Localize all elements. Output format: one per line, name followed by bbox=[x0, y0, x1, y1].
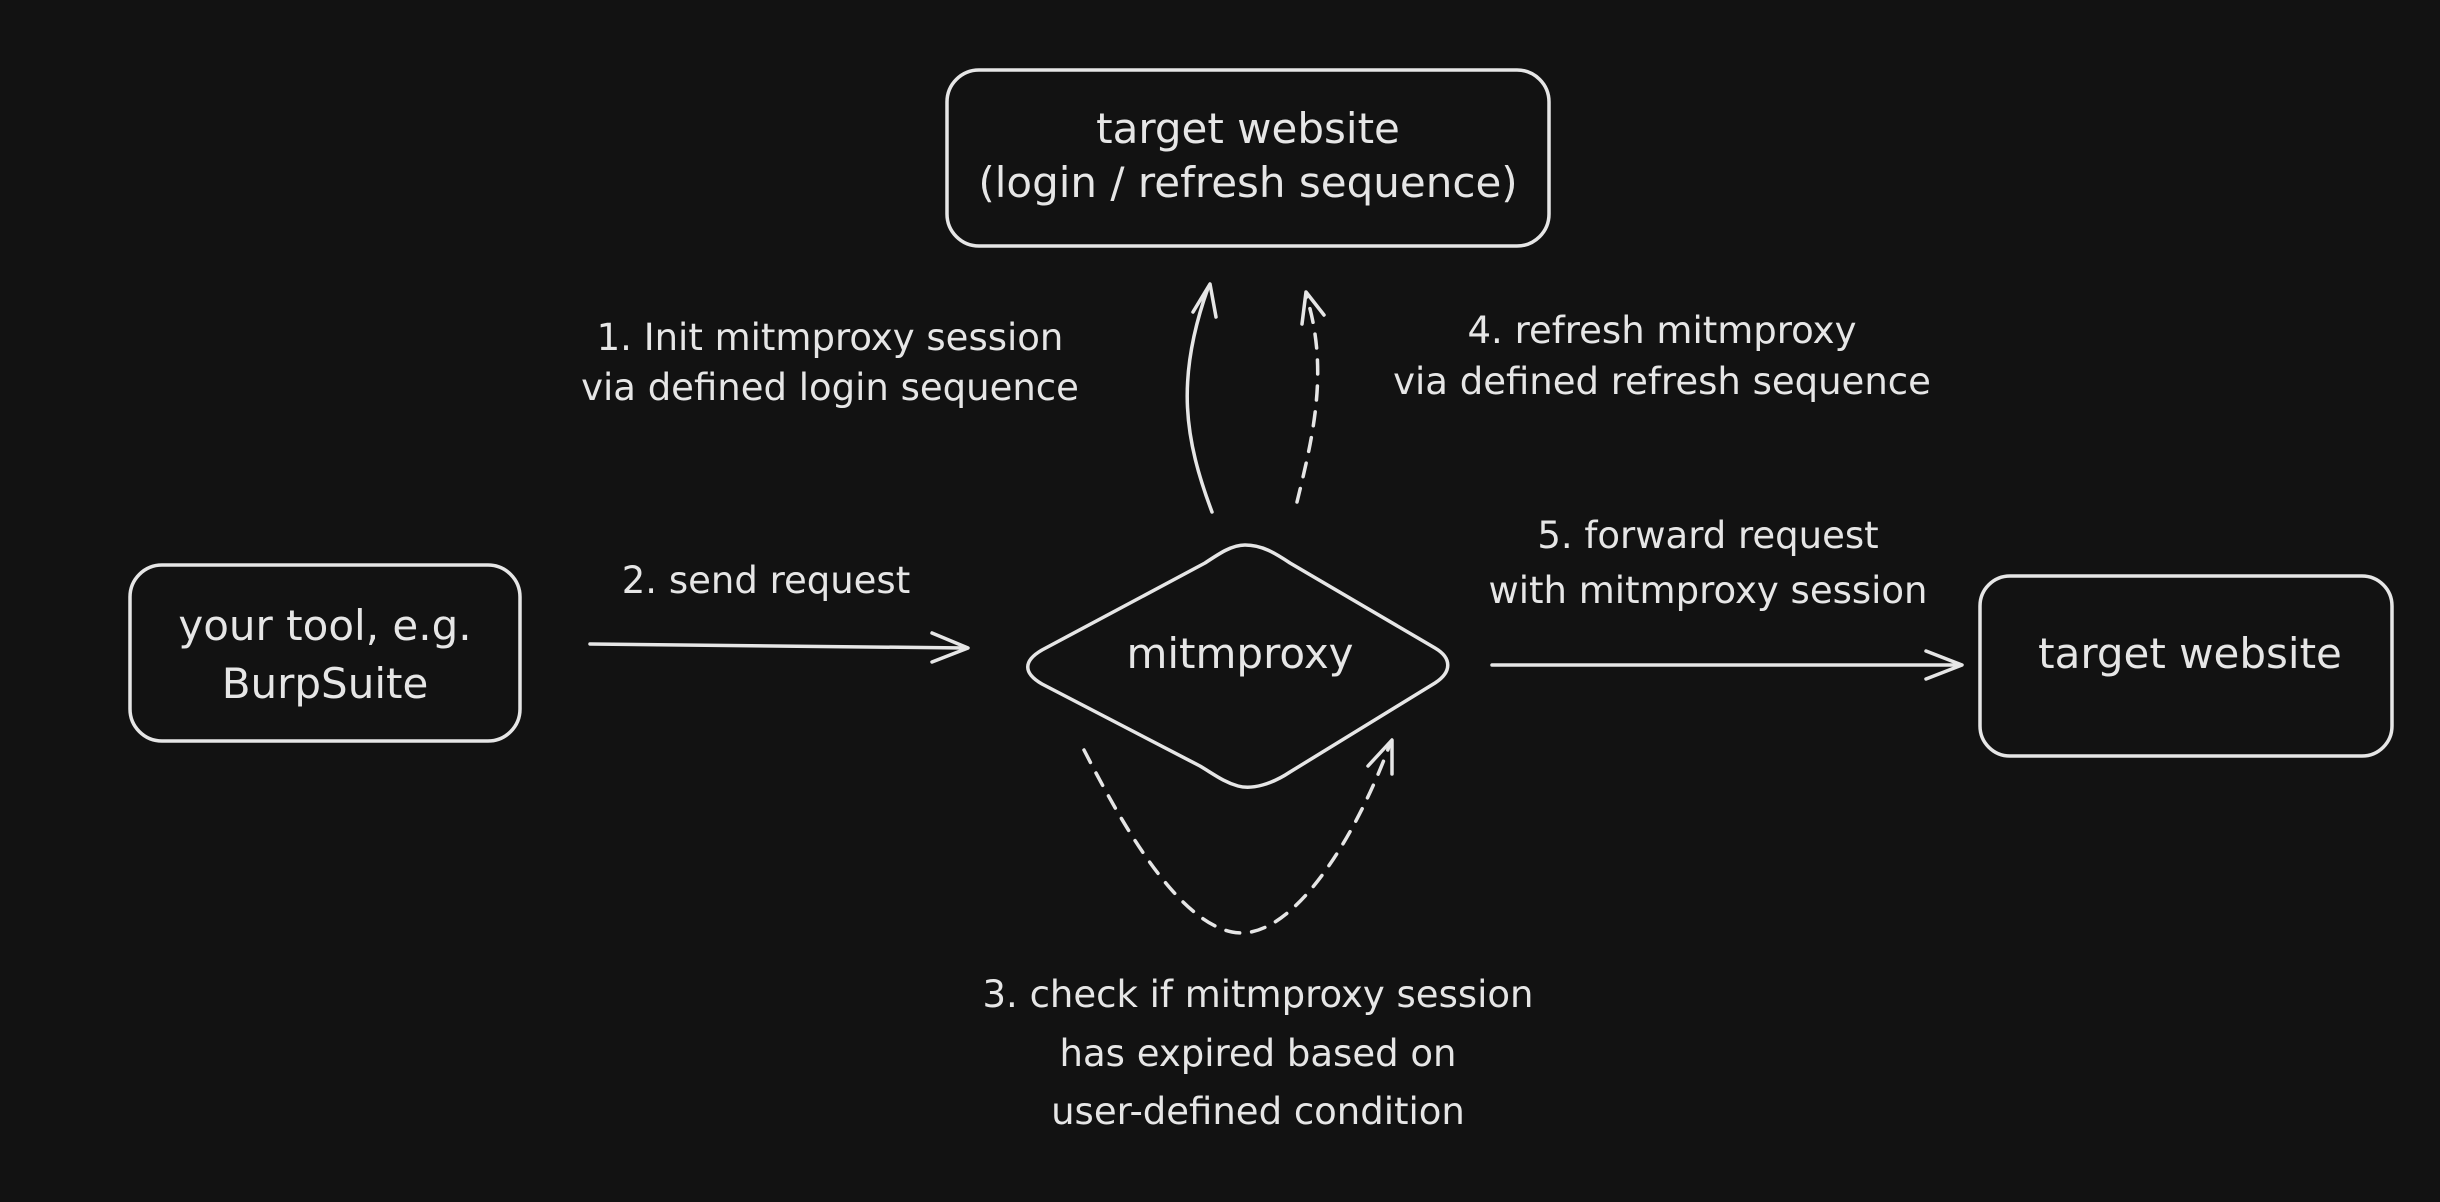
arrow-check-expiry bbox=[1082, 738, 1394, 935]
arrow-send-request-line bbox=[588, 642, 968, 650]
arrow-refresh-session-head bbox=[1300, 290, 1326, 326]
target-website-forward-label: target website bbox=[2038, 629, 2342, 678]
step1-caption-line1: 1. Init mitmproxy session bbox=[597, 316, 1064, 359]
your-tool-label-line1: your tool, e.g. bbox=[178, 601, 471, 650]
arrow-send-request-head bbox=[930, 631, 970, 664]
arrow-init-session bbox=[1185, 282, 1218, 514]
step3-caption-line1: 3. check if mitmproxy session bbox=[983, 973, 1534, 1016]
step4-caption-line2: via defined refresh sequence bbox=[1393, 360, 1931, 403]
arrow-refresh-session-line bbox=[1295, 293, 1320, 504]
arrow-init-session-head bbox=[1191, 282, 1218, 319]
step2-caption-line1: 2. send request bbox=[622, 559, 910, 602]
target-website-login-title: target website bbox=[1096, 104, 1400, 153]
arrow-check-expiry-line bbox=[1082, 742, 1392, 935]
step3-caption-line2: has expired based on bbox=[1060, 1032, 1457, 1075]
mitmproxy-node: mitmproxy bbox=[1026, 543, 1450, 789]
arrow-refresh-session bbox=[1295, 290, 1326, 504]
step2-caption: 2. send request bbox=[622, 559, 910, 602]
your-tool-node: your tool, e.g. BurpSuite bbox=[128, 563, 522, 743]
step3-caption-line3: user-defined condition bbox=[1051, 1090, 1465, 1133]
mitmproxy-label: mitmproxy bbox=[1126, 629, 1353, 678]
your-tool-label-line2: BurpSuite bbox=[222, 659, 429, 708]
target-website-login-box bbox=[945, 68, 1551, 248]
step5-caption-line1: 5. forward request bbox=[1537, 514, 1878, 557]
step4-caption: 4. refresh mitmproxy via defined refresh… bbox=[1393, 309, 1931, 403]
step4-caption-line1: 4. refresh mitmproxy bbox=[1468, 309, 1857, 352]
arrow-send-request bbox=[588, 631, 970, 664]
step5-caption: 5. forward request with mitmproxy sessio… bbox=[1488, 514, 1927, 612]
your-tool-box bbox=[128, 563, 522, 743]
step3-caption: 3. check if mitmproxy session has expire… bbox=[983, 973, 1534, 1133]
target-website-login-subtitle: (login / refresh sequence) bbox=[978, 158, 1517, 207]
arrow-init-session-line bbox=[1185, 286, 1214, 514]
arrow-forward-request-head bbox=[1924, 649, 1964, 681]
arrow-forward-request bbox=[1490, 649, 1964, 681]
target-website-forward-node: target website bbox=[1978, 574, 2394, 758]
target-website-forward-box bbox=[1978, 574, 2394, 758]
arrow-check-expiry-head bbox=[1366, 738, 1394, 776]
target-website-login-node: target website (login / refresh sequence… bbox=[945, 68, 1551, 248]
step5-caption-line2: with mitmproxy session bbox=[1488, 569, 1927, 612]
step1-caption: 1. Init mitmproxy session via defined lo… bbox=[581, 316, 1079, 409]
step1-caption-line2: via defined login sequence bbox=[581, 366, 1079, 409]
mitmproxy-diamond bbox=[1026, 543, 1450, 789]
